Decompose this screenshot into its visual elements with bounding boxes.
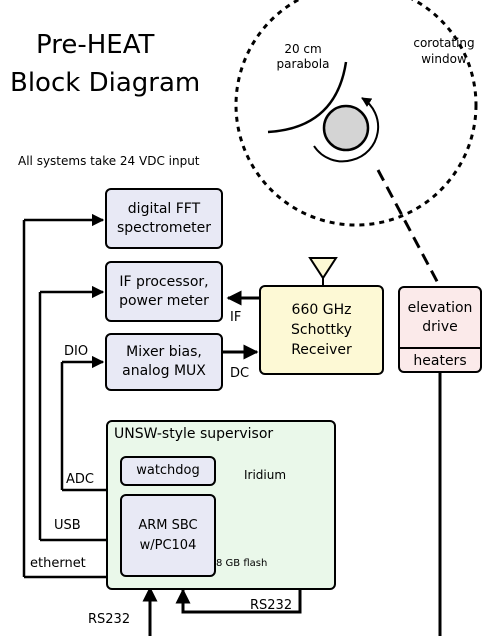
watchdog-block: watchdog bbox=[120, 456, 216, 486]
dio-label: DIO bbox=[64, 344, 89, 359]
rs232-iridium-line bbox=[175, 578, 302, 614]
supervisor-label: UNSW-style supervisor bbox=[114, 426, 274, 442]
rs232-right-label: RS232 bbox=[250, 598, 293, 613]
dc-label: DC bbox=[230, 366, 250, 381]
usb-label: USB bbox=[54, 518, 81, 533]
window-label: corotating window bbox=[413, 36, 475, 66]
elevation-drive-label: elevation drive bbox=[400, 288, 480, 349]
elevation-drive-block: elevation drive heaters bbox=[398, 286, 482, 373]
rotation-arrow bbox=[313, 97, 380, 163]
fft-spectrometer-block: digital FFT spectrometer bbox=[105, 188, 223, 249]
secondary-mirror-icon bbox=[322, 104, 370, 152]
if-label: IF bbox=[230, 310, 242, 325]
ethernet-label: ethernet bbox=[30, 556, 86, 571]
parabola-arc bbox=[267, 61, 348, 134]
title-line-2: Block Diagram bbox=[10, 68, 201, 98]
window-to-drive-dashed-line bbox=[376, 169, 442, 288]
title-line-1: Pre-HEAT bbox=[36, 30, 155, 60]
iridium-label: Iridium bbox=[244, 468, 287, 482]
rs232-left-label: RS232 bbox=[88, 612, 131, 627]
power-note: All systems take 24 VDC input bbox=[18, 154, 200, 168]
parabola-label: 20 cm parabola bbox=[276, 42, 330, 71]
mixer-bias-block: Mixer bias, analog MUX bbox=[105, 333, 223, 391]
antenna-icon bbox=[308, 257, 338, 280]
adc-label: ADC bbox=[66, 472, 94, 487]
if-processor-block: IF processor, power meter bbox=[105, 261, 223, 322]
heaters-label: heaters bbox=[413, 353, 467, 369]
arm-sbc-block: ARM SBC w/PC104 bbox=[120, 494, 216, 577]
flash-label: 8 GB flash bbox=[216, 558, 268, 569]
corotating-window-circle bbox=[234, 0, 478, 227]
receiver-block: 660 GHz Schottky Receiver bbox=[259, 285, 384, 375]
